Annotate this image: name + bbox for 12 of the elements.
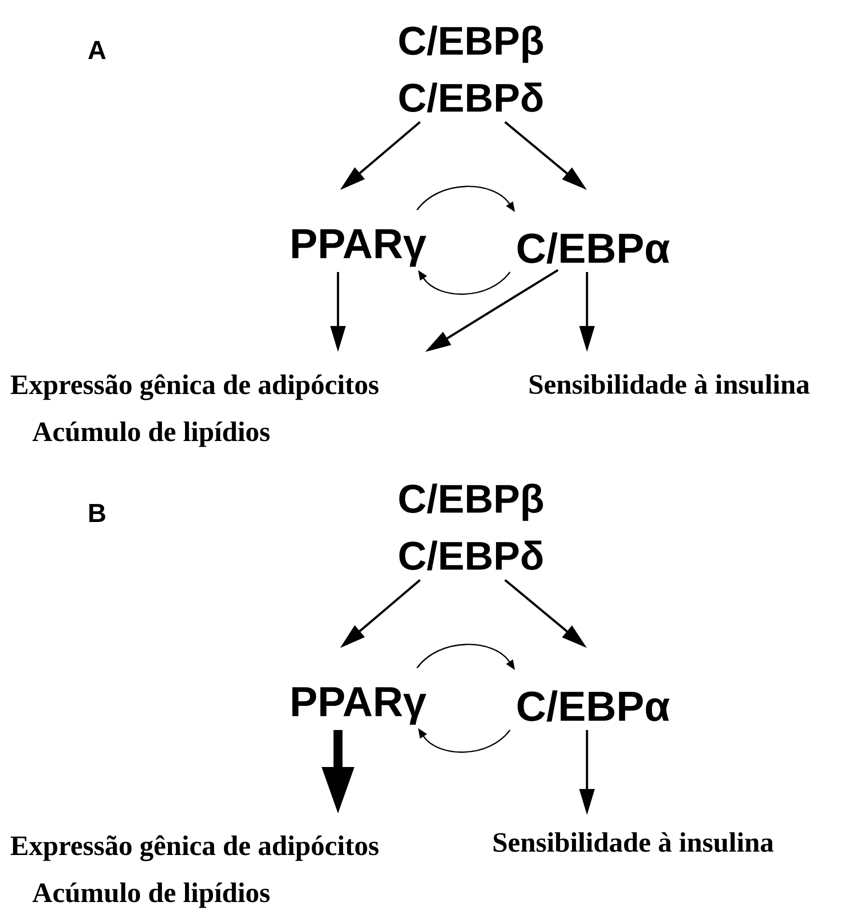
outcome-text: Expressão gênica de adipócitos Acúmulo de lipídios [10,374,378,447]
gene-name: C/EBPβ C/EBPδ [399,484,543,570]
panel-letter: B [89,504,106,522]
gene-name: C/EBPβ C/EBPδ [399,26,543,112]
gene-name: C/EBPα [518,690,670,722]
outcome-text: Sensibilidade à insulina [530,374,810,394]
panel-letter: A [88,41,106,59]
gene-name: C/EBPα [518,232,670,264]
outcome-text: Expressão gênica de adipócitos Acúmulo de lipídios [10,835,378,908]
gene-name: PPARγ [292,229,426,267]
gene-name: PPARγ [292,687,426,725]
outcome-text: Sensibilidade à insulina [494,832,774,852]
